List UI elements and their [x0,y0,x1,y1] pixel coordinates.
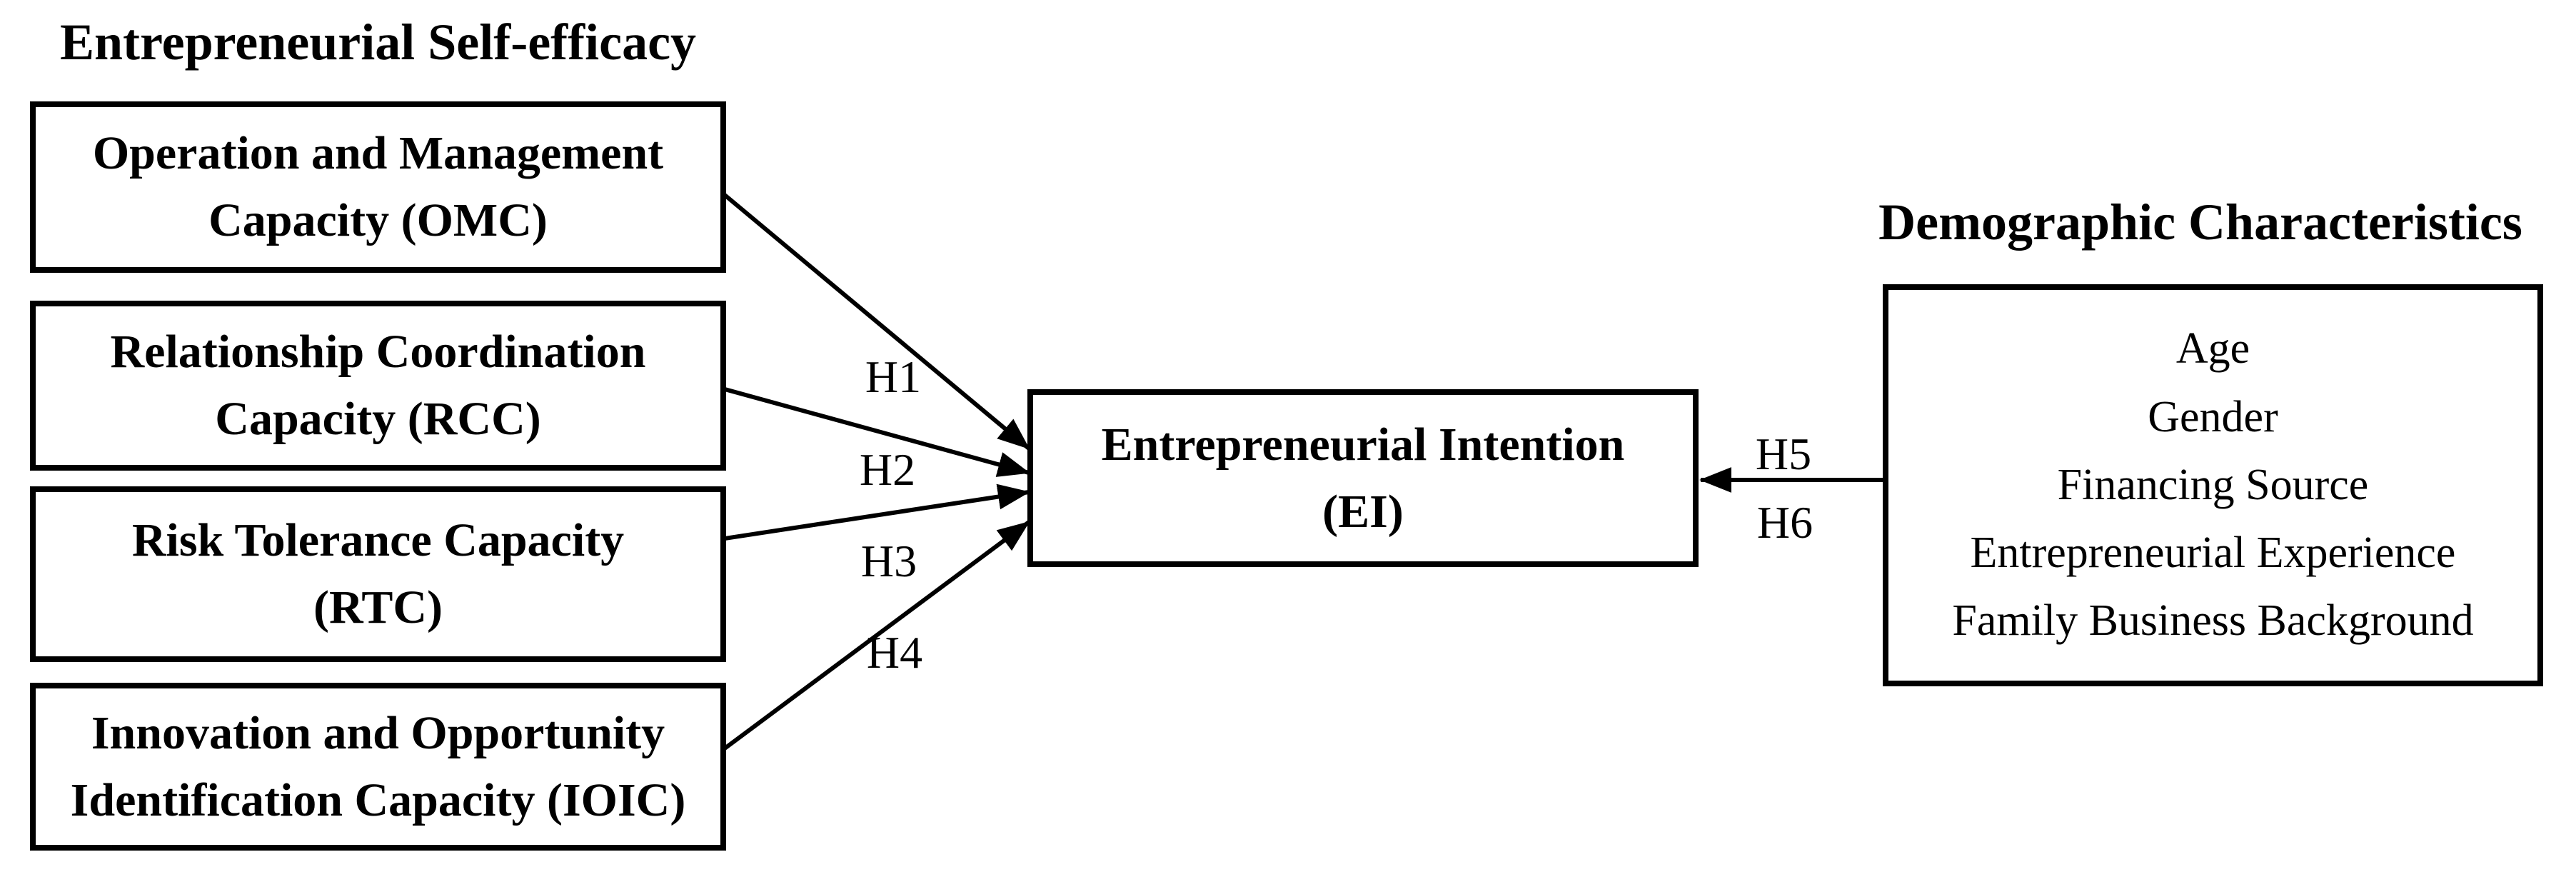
omc-label-line2: Capacity (OMC) [208,194,548,246]
ei-label-line2: (EI) [1322,485,1404,538]
arrow-h2 [724,387,1030,477]
left-group-title: Entrepreneurial Self-efficacy [59,14,697,71]
hypothesis-label-h1: H1 [865,351,922,402]
omc-label-line1: Operation and Management [92,127,664,180]
hypothesis-label-h4: H4 [866,627,923,678]
hypothesis-label-h5: H5 [1755,429,1812,479]
arrow-h1 [723,193,1030,451]
ioic-label-line2: Identification Capacity (IOIC) [70,773,686,826]
rtc-label-line2: (RTC) [313,581,443,633]
ioic-box: Innovation and Opportunity Identificatio… [30,683,726,851]
rcc-box: Relationship Coordination Capacity (RCC) [30,301,726,471]
demo-item-family: Family Business Background [1952,596,2474,646]
demo-item-age: Age [2175,324,2250,374]
hypothesis-label-h3: H3 [860,536,917,586]
rtc-label-line1: Risk Tolerance Capacity [131,514,625,567]
arrow-h4 [723,520,1030,751]
hypothesis-label-h2: H2 [859,444,916,495]
omc-box: Operation and Management Capacity (OMC) [30,101,726,273]
demo-item-gender: Gender [2148,392,2278,441]
ioic-label-line1: Innovation and Opportunity [91,706,665,759]
arrow-h3 [724,483,1030,541]
demo-item-experience: Entrepreneurial Experience [1970,528,2456,578]
demo-item-financing: Financing Source [2057,460,2369,509]
rcc-label-line2: Capacity (RCC) [215,393,541,445]
ei-box: Entrepreneurial Intention (EI) [1027,389,1699,567]
ei-label-line1: Entrepreneurial Intention [1101,418,1625,471]
demographic-box: Age Gender Financing Source Entrepreneur… [1883,284,2543,686]
rcc-label-line1: Relationship Coordination [110,326,646,379]
rtc-box: Risk Tolerance Capacity (RTC) [30,486,726,662]
hypothesis-label-h6: H6 [1756,497,1813,548]
right-group-title: Demographic Characteristics [1878,194,2522,251]
